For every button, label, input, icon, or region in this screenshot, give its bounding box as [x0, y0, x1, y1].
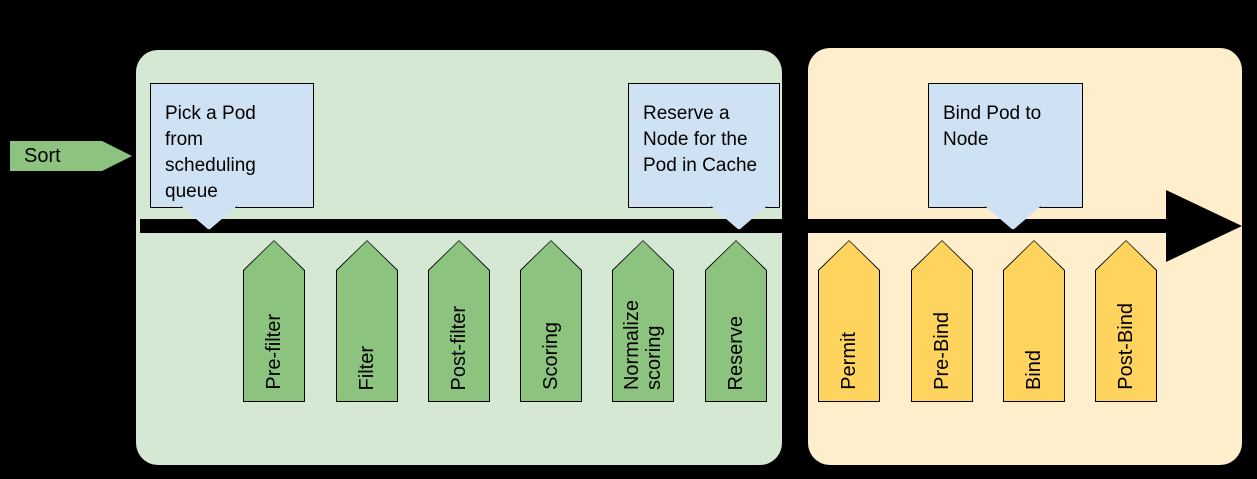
binding-cycle-label: Binding Cycle [960, 464, 1090, 479]
plugin-arrow-filter: Filter [336, 240, 398, 402]
plugin-label: Normalize scoring [621, 299, 665, 390]
plugin-arrow-fill [819, 241, 879, 401]
plugin-arrow-fill [1004, 241, 1064, 401]
plugin-arrow-fill [429, 241, 489, 401]
plugin-arrow-fill [1096, 241, 1156, 401]
plugin-arrow-fill [912, 241, 972, 401]
plugin-label: Scoring [540, 322, 562, 390]
plugin-label: Filter [356, 345, 378, 390]
plugin-arrow-fill [244, 241, 304, 401]
plugin-arrow-permit: Permit [818, 240, 880, 402]
plugin-arrow-pre-filter: Pre-filter [243, 240, 305, 402]
callout-text: Reserve a Node for the Pod in Cache [643, 103, 758, 176]
callout-bind-pod-to-node: Bind Pod to Node [928, 83, 1083, 230]
callout-text: Bind Pod to Node [943, 103, 1042, 150]
callout-text: Pick a Pod from scheduling queue [165, 103, 256, 202]
plugin-arrow-normalize-scoring: Normalize scoring [612, 240, 674, 402]
plugin-label: Bind [1023, 349, 1045, 390]
plugin-arrow-reserve: Reserve [705, 240, 767, 402]
plugin-arrow-post-bind: Post-Bind [1095, 240, 1157, 402]
sort-arrow: Sort [10, 141, 132, 171]
plugin-label: Post-Bind [1115, 303, 1137, 390]
plugin-arrow-pre-bind: Pre-Bind [911, 240, 973, 402]
plugin-arrow-fill [337, 241, 397, 401]
callout-pick-a-pod: Pick a Pod from scheduling queue [150, 83, 314, 230]
plugin-label: Permit [838, 332, 860, 390]
plugin-arrow-bind: Bind [1003, 240, 1065, 402]
plugin-arrow-fill [613, 241, 673, 401]
plugin-arrow-fill [521, 241, 581, 401]
plugin-arrow-post-filter: Post-filter [428, 240, 490, 402]
callout-reserve-node: Reserve a Node for the Pod in Cache [628, 83, 780, 230]
plugin-label: Post-filter [448, 305, 470, 390]
plugin-label: Reserve [725, 315, 747, 390]
plugin-arrow-fill [706, 241, 766, 401]
sort-label: Sort [24, 144, 61, 167]
plugin-label: Pre-Bind [931, 312, 953, 390]
plugin-arrow-scoring: Scoring [520, 240, 582, 402]
scheduling-cycle-label: Scheduling Cycle [136, 468, 782, 479]
plugin-label: Pre-filter [263, 314, 285, 390]
timeline-bar [140, 219, 1180, 233]
